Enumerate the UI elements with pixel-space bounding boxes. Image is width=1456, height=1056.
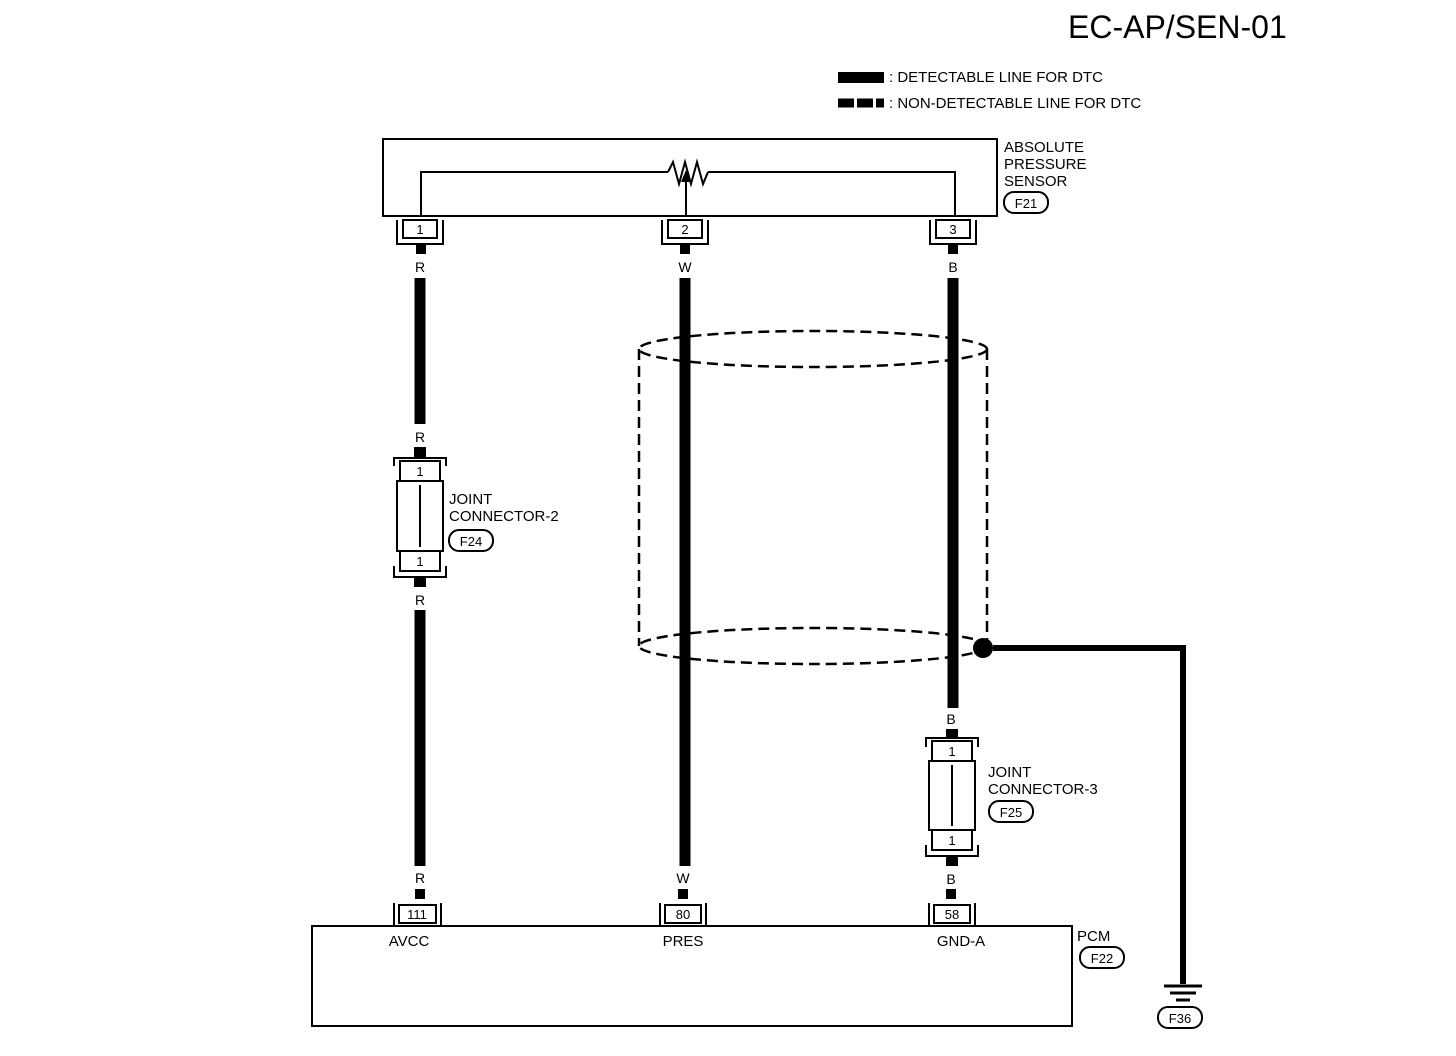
legend-detectable-swatch <box>838 72 884 83</box>
wire-w-label-1: W <box>678 259 692 275</box>
sensor-label-1: ABSOLUTE <box>1004 139 1084 156</box>
svg-text:1: 1 <box>416 222 423 237</box>
sensor-connector-badge <box>1003 191 1049 214</box>
joint3-label-2: CONNECTOR-3 <box>988 781 1098 798</box>
pcm-connector-id: F22 <box>1091 951 1113 966</box>
wire-r-label-3: R <box>415 592 425 608</box>
pcm-terminal-pres: PRES <box>663 933 704 950</box>
wire-r-label-2: R <box>415 429 425 445</box>
legend: : DETECTABLE LINE FOR DTC : NON-DETECTAB… <box>838 69 1141 112</box>
wire-b-label-1: B <box>948 259 957 275</box>
svg-text:111: 111 <box>407 907 427 922</box>
svg-text:2: 2 <box>681 222 688 237</box>
joint3-label-1: JOINT <box>988 764 1031 781</box>
legend-non-detectable-label: : NON-DETECTABLE LINE FOR DTC <box>889 95 1141 112</box>
sensor-pin-1: 1 <box>396 219 444 245</box>
joint2-connector-badge <box>448 529 494 552</box>
svg-text:80: 80 <box>676 907 690 922</box>
wire-b-label-2: B <box>946 711 955 727</box>
sensor-body <box>382 138 998 217</box>
wire-w: W W <box>676 244 692 899</box>
pcm: AVCC PRES GND-A PCM F22 <box>311 925 1125 1027</box>
shield-ground: F36 <box>973 638 1203 1029</box>
legend-detectable-label: : DETECTABLE LINE FOR DTC <box>889 69 1103 86</box>
sensor-pin-2: 2 <box>661 219 709 245</box>
pcm-pin-avcc: 111 <box>393 903 442 927</box>
sensor-label-3: SENSOR <box>1004 173 1068 190</box>
pcm-connector-badge <box>1079 946 1125 969</box>
sensor-pin-3: 3 <box>929 219 977 245</box>
wire-r: R R R R <box>414 244 426 899</box>
absolute-pressure-sensor: ABSOLUTE PRESSURE SENSOR F21 <box>382 138 1087 217</box>
sensor-connector-id: F21 <box>1015 196 1037 211</box>
joint2-label-2: CONNECTOR-2 <box>449 508 559 525</box>
sensor-internal-wire <box>420 171 668 216</box>
joint2-connector-id: F24 <box>460 534 482 549</box>
svg-text:1: 1 <box>948 833 955 848</box>
pcm-terminal-gnd-a: GND-A <box>937 933 985 950</box>
joint3-connector-badge <box>988 800 1034 823</box>
ground-connector-id: F36 <box>1169 1011 1191 1026</box>
svg-text:3: 3 <box>949 222 956 237</box>
pcm-pin-pres: 80 <box>659 903 707 927</box>
svg-text:1: 1 <box>948 744 955 759</box>
wire-r-label-1: R <box>415 259 425 275</box>
svg-text:1: 1 <box>416 464 423 479</box>
wire-shield <box>637 329 989 666</box>
sensor-internal-wire-right <box>708 171 956 216</box>
svg-text:58: 58 <box>945 907 959 922</box>
wire-w-label-2: W <box>676 870 690 886</box>
joint-connector-2: 1 1 JOINT CONNECTOR-2 F24 <box>393 457 559 578</box>
svg-text:1: 1 <box>416 554 423 569</box>
wiper-arrow-icon <box>681 170 691 182</box>
wire-b-label-3: B <box>946 871 955 887</box>
wire-r-label-4: R <box>415 870 425 886</box>
page-title: EC-AP/SEN-01 <box>1068 9 1287 45</box>
shield-junction <box>973 638 993 658</box>
pcm-body <box>311 925 1073 1027</box>
sensor-label-2: PRESSURE <box>1004 156 1087 173</box>
ground-connector-badge <box>1157 1006 1203 1029</box>
joint2-label-1: JOINT <box>449 491 492 508</box>
joint-connector-3: 1 1 JOINT CONNECTOR-3 F25 <box>925 737 1098 857</box>
pcm-label: PCM <box>1077 928 1110 945</box>
joint3-connector-id: F25 <box>1000 805 1022 820</box>
sensor-resistor-icon <box>667 158 709 188</box>
pcm-pin-gnd-a: 58 <box>928 903 976 927</box>
pcm-terminal-avcc: AVCC <box>389 933 430 950</box>
